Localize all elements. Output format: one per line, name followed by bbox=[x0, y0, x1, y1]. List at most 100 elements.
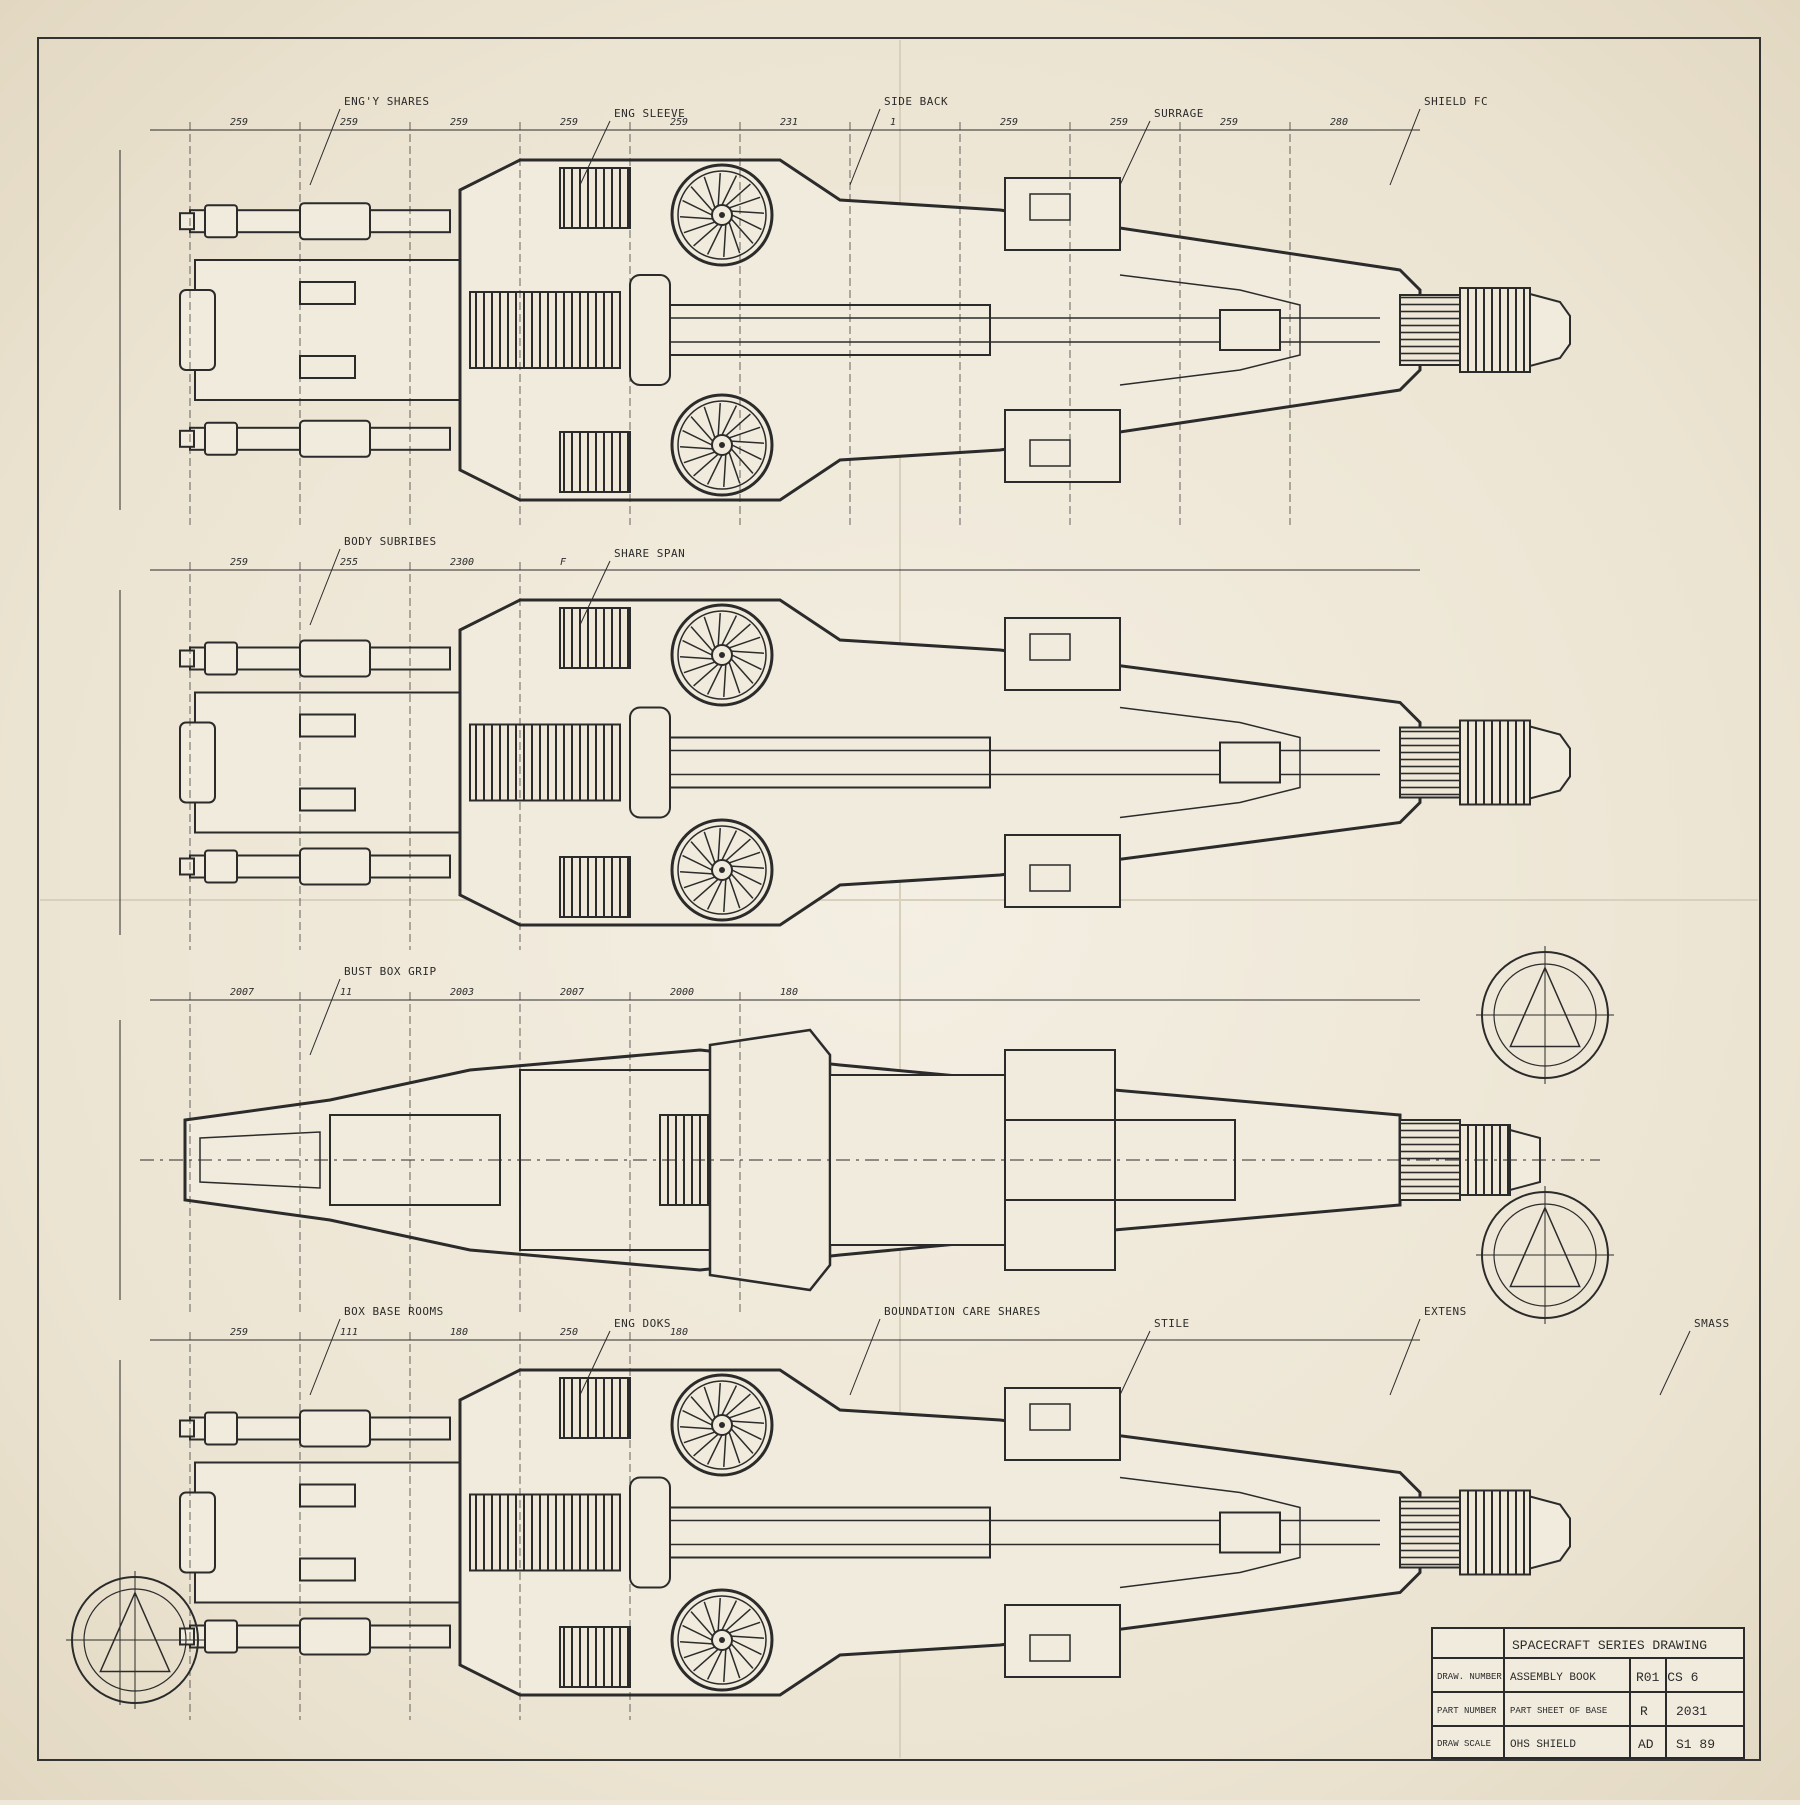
tb-row1-value: ASSEMBLY BOOK bbox=[1510, 1672, 1596, 1684]
lower-grille bbox=[559, 1626, 631, 1688]
tb-row2-label: PART NUMBER bbox=[1437, 1706, 1497, 1716]
fan-blade bbox=[693, 223, 719, 247]
rosette-star bbox=[1509, 1205, 1581, 1288]
dimension-value: 255 bbox=[340, 557, 358, 568]
fan-blade bbox=[717, 612, 721, 646]
compass-rosette bbox=[66, 1571, 204, 1709]
tb-row2-num: 2031 bbox=[1676, 1704, 1707, 1719]
fan-blade bbox=[728, 426, 761, 439]
fan-blade bbox=[679, 446, 713, 450]
fan-blade bbox=[725, 838, 751, 862]
nose-ring bbox=[1399, 726, 1461, 799]
callout-leader bbox=[309, 1318, 341, 1396]
dimension-value: 259 bbox=[230, 1327, 248, 1338]
dimension-value: 259 bbox=[670, 117, 688, 128]
spine bbox=[629, 304, 991, 356]
fan-blade bbox=[706, 879, 723, 910]
fan-blade bbox=[731, 210, 765, 214]
fan-blade bbox=[682, 429, 713, 446]
dimension-value: 180 bbox=[780, 987, 798, 998]
pod-panel bbox=[1029, 1634, 1071, 1662]
callout-leader bbox=[579, 1330, 611, 1396]
fan-blade bbox=[731, 1639, 762, 1656]
rosette-star bbox=[99, 1590, 171, 1673]
dimension-value: 2003 bbox=[450, 987, 474, 998]
rear-vent bbox=[299, 1557, 356, 1582]
fan-blade bbox=[728, 1406, 761, 1419]
fan-ring bbox=[677, 825, 767, 915]
fan-blade bbox=[721, 1385, 738, 1416]
rosette-star bbox=[1509, 965, 1581, 1048]
rear-vent bbox=[299, 355, 356, 379]
core-housing bbox=[1219, 309, 1281, 351]
dimension-value: F bbox=[560, 557, 567, 568]
fan-blade bbox=[682, 199, 713, 216]
dimension-value: 180 bbox=[450, 1327, 468, 1338]
fan-blade bbox=[682, 1624, 713, 1641]
fan-blade bbox=[723, 224, 727, 258]
dimension-value: 180 bbox=[670, 1327, 688, 1338]
cannon-cap bbox=[204, 641, 238, 676]
callout-leader bbox=[1389, 1318, 1421, 1396]
lower-grille bbox=[559, 856, 631, 918]
callout-label: EXTENS bbox=[1424, 1305, 1467, 1318]
fan-blade bbox=[725, 623, 751, 647]
dimension-value: 259 bbox=[230, 557, 248, 568]
fan-blade bbox=[725, 1608, 751, 1632]
fan-blade bbox=[728, 1431, 741, 1464]
spine bbox=[629, 1506, 991, 1559]
rear-thruster bbox=[179, 721, 216, 804]
fan-blade bbox=[731, 1420, 765, 1424]
cannon-tip bbox=[179, 1627, 195, 1646]
fan-blade bbox=[721, 175, 738, 206]
fan-blade bbox=[731, 440, 765, 444]
fan-blade bbox=[717, 827, 721, 861]
side-pod-upper bbox=[1004, 177, 1121, 251]
cannon-cap bbox=[204, 204, 238, 239]
rear-vent bbox=[299, 281, 356, 305]
fan-hub-center bbox=[719, 1422, 725, 1428]
fan-blade bbox=[683, 661, 716, 674]
cannon-collar bbox=[299, 847, 371, 886]
fan-blade bbox=[706, 1434, 723, 1465]
callout-leader bbox=[579, 560, 611, 626]
rear-vent bbox=[299, 713, 356, 738]
dimension-value: 2007 bbox=[230, 987, 254, 998]
fan-ring bbox=[677, 610, 767, 700]
fan-blade bbox=[731, 444, 762, 461]
fan-blade bbox=[728, 196, 761, 209]
pod-panel bbox=[1029, 633, 1071, 661]
fan-blade bbox=[683, 221, 716, 234]
dimension-value: 231 bbox=[780, 117, 798, 128]
fan-blade bbox=[725, 183, 751, 207]
callout-leader bbox=[849, 1318, 881, 1396]
cannon-cap bbox=[204, 849, 238, 884]
fan-hub-center bbox=[719, 867, 725, 873]
fan-blade bbox=[728, 876, 741, 909]
dimension-value: 280 bbox=[1330, 117, 1348, 128]
compass-rosette bbox=[1476, 1186, 1614, 1324]
cannon-tip bbox=[179, 857, 195, 876]
tb-row3-code: AD bbox=[1638, 1737, 1654, 1752]
nose-ring bbox=[1399, 1496, 1461, 1569]
fan-blade bbox=[693, 453, 719, 477]
nose-tip bbox=[1529, 1495, 1571, 1570]
fan-blade bbox=[682, 1409, 713, 1426]
upper-grille bbox=[559, 1377, 631, 1439]
fan-blade bbox=[690, 841, 714, 867]
callout-label: STILE bbox=[1154, 1317, 1190, 1330]
fan-blade bbox=[731, 865, 765, 869]
fan-blade bbox=[693, 663, 719, 687]
side-pod-lower bbox=[1004, 834, 1121, 908]
callout-leader bbox=[309, 978, 341, 1056]
lower-grille bbox=[559, 431, 631, 493]
fan-blade bbox=[683, 876, 716, 889]
callout-label: BUST BOX GRIP bbox=[344, 965, 437, 978]
cannon-collar bbox=[299, 639, 371, 678]
core-housing bbox=[1219, 741, 1281, 784]
callout-label: SIDE BACK bbox=[884, 95, 948, 108]
side-pod-upper bbox=[1004, 1387, 1121, 1461]
